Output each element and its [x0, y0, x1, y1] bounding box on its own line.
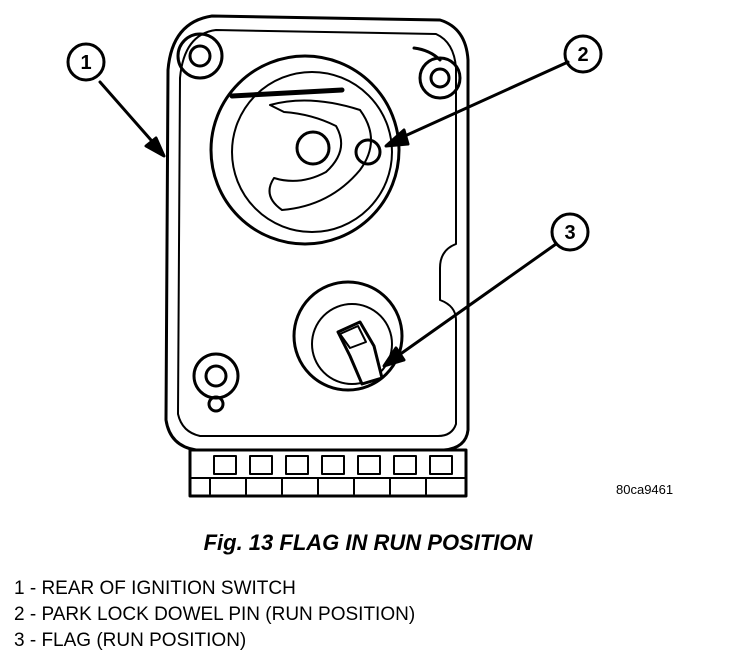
legend-list: 1 - REAR OF IGNITION SWITCH 2 - PARK LOC… [14, 576, 415, 654]
park-lock-dowel-pin [354, 138, 382, 166]
rotor-assembly [209, 54, 401, 246]
legend-item: 2 - PARK LOCK DOWEL PIN (RUN POSITION) [14, 604, 416, 625]
electrical-connector [188, 448, 468, 498]
figure-reference-code: 80ca9461 [616, 482, 674, 497]
mounting-boss-top-right [412, 46, 462, 100]
callout-2-leader [384, 60, 570, 148]
callout-3-number: 3 [564, 222, 575, 244]
mounting-boss-bottom-left [192, 352, 240, 413]
ignition-switch-diagram: 1 2 3 [66, 14, 603, 498]
figure-caption: Fig. 13 FLAG IN RUN POSITION [203, 530, 533, 555]
callout-2-number: 2 [577, 44, 588, 66]
flag [336, 320, 384, 386]
callout-1-number: 1 [80, 52, 91, 74]
switch-housing [164, 14, 470, 452]
housing-inner-outline [177, 29, 457, 437]
callout-3-circle [550, 212, 590, 252]
callout-2-circle [563, 34, 603, 74]
legend-item: 1 - REAR OF IGNITION SWITCH [14, 578, 296, 599]
mounting-boss-top-left [176, 32, 224, 80]
callout-1-circle [66, 42, 106, 82]
legend-item: 3 - FLAG (RUN POSITION) [14, 630, 247, 651]
flag-assembly [292, 280, 404, 392]
callout-3-leader [382, 242, 558, 368]
callout-1-leader [98, 80, 166, 158]
